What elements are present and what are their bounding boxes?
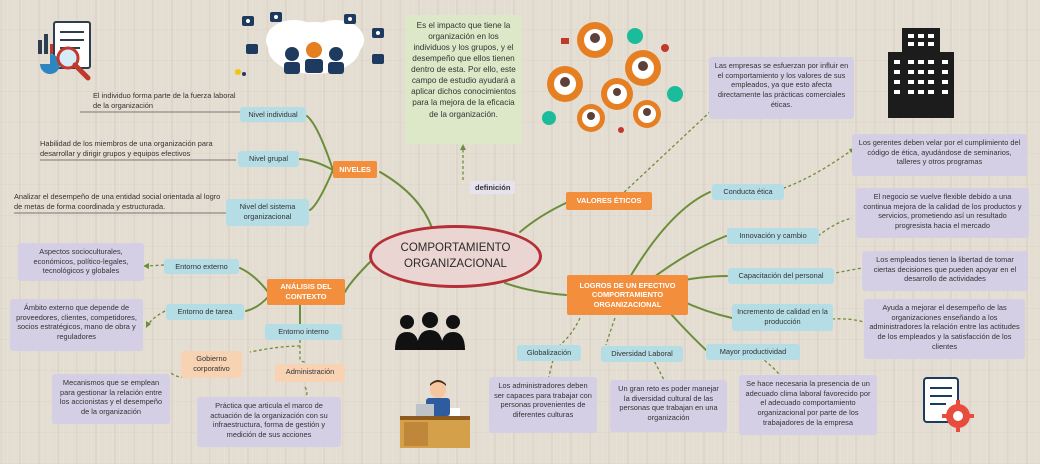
entorno-tarea: Entorno de tarea: [166, 304, 244, 320]
analisis-title: ANÁLISIS DEL CONTEXTO: [280, 282, 332, 301]
calidad-desc: Ayuda a mejorar el desempeño de las orga…: [864, 299, 1025, 359]
diversidad-desc: Un gran reto es poder manejar la diversi…: [610, 380, 727, 432]
gears-people-icon: [542, 22, 683, 133]
mayor-productividad: Mayor productividad: [706, 344, 800, 360]
entorno-tarea-label: Entorno de tarea: [177, 307, 233, 316]
central-topic: COMPORTAMIENTO ORGANIZACIONAL: [369, 225, 542, 288]
definition-label: definición: [470, 181, 516, 194]
logros-node: LOGROS DE UN EFECTIVO COMPORTAMIENTO ORG…: [567, 275, 688, 315]
nivel-sistema-desc: Analizar el desempeño de una entidad soc…: [14, 192, 221, 211]
conducta-etica: Conducta ética: [712, 184, 784, 200]
office-worker-icon: [400, 380, 470, 448]
globalizacion: Globalización: [517, 345, 581, 361]
nivel-grupal: Nivel grupal: [238, 151, 299, 167]
administracion-desc: Práctica que articula el marco de actuac…: [197, 397, 341, 447]
nivel-sistema-label: Nivel del sistema organizacional: [239, 202, 296, 221]
gobierno-corporativo-label: Gobierno corporativo: [193, 354, 230, 373]
globalizacion-label: Globalización: [526, 348, 572, 357]
entorno-tarea-desc: Ámbito externo que depende de proveedore…: [10, 299, 143, 351]
nivel-grupal-desc: Habilidad de los miembros de una organiz…: [40, 139, 213, 158]
diversidad-laboral-label: Diversidad Laboral: [611, 349, 673, 358]
entorno-externo: Entorno externo: [164, 259, 239, 274]
capacitacion-personal-label: Capacitación del personal: [738, 271, 824, 280]
gobierno-desc: Mecanismos que se emplean para gestionar…: [52, 374, 170, 424]
office-building-icon: [888, 28, 954, 118]
capacitacion-personal: Capacitación del personal: [728, 268, 834, 284]
central-title: COMPORTAMIENTO ORGANIZACIONAL: [400, 241, 511, 270]
incremento-calidad-label: Incremento de calidad en la producción: [737, 307, 828, 326]
innovacion-cambio: Innovación y cambio: [727, 228, 819, 244]
capacitacion-desc: Los empleados tienen la libertad de toma…: [862, 251, 1028, 291]
conducta-etica-desc: Los gerentes deben velar por el cumplimi…: [852, 134, 1027, 176]
valores-node: VALORES ÉTICOS: [566, 192, 652, 210]
niveles-title: NIVELES: [339, 164, 371, 174]
incremento-calidad: Incremento de calidad en la producción: [732, 304, 833, 331]
nivel-sistema: Nivel del sistema organizacional: [226, 199, 309, 226]
analisis-node: ANÁLISIS DEL CONTEXTO: [267, 279, 345, 305]
settings-document-icon: [923, 377, 974, 432]
innovacion-cambio-label: Innovación y cambio: [739, 231, 807, 240]
mayor-productividad-label: Mayor productividad: [719, 347, 787, 356]
valores-desc: Las empresas se esfuerzan por influir en…: [709, 57, 854, 119]
education-network-icon: [235, 12, 384, 76]
innovacion-desc: El negocio se vuelve flexible debido a u…: [856, 188, 1029, 238]
nivel-individual-label: Nivel individual: [248, 110, 298, 119]
entorno-externo-label: Entorno externo: [175, 262, 228, 271]
logros-title: LOGROS DE UN EFECTIVO COMPORTAMIENTO ORG…: [579, 280, 676, 309]
report-analytics-icon: [38, 21, 91, 81]
entorno-interno: Entorno interno: [265, 324, 342, 340]
valores-title: VALORES ÉTICOS: [576, 196, 642, 206]
administracion-label: Administración: [285, 367, 335, 376]
definition-box: Es el impacto que tiene la organización …: [405, 15, 522, 144]
nivel-grupal-label: Nivel grupal: [248, 154, 289, 163]
globalizacion-desc: Los administradores deben ser capaces pa…: [489, 377, 597, 433]
definition-text: Es el impacto que tiene la organización …: [411, 21, 516, 119]
entorno-interno-label: Entorno interno: [278, 327, 329, 336]
team-group-icon: [395, 312, 465, 350]
nivel-individual-desc: El individuo forma parte de la fuerza la…: [93, 91, 236, 110]
gobierno-corporativo: Gobierno corporativo: [181, 351, 242, 378]
entorno-externo-desc: Aspectos socioculturales, económicos, po…: [18, 243, 144, 281]
conducta-etica-label: Conducta ética: [723, 187, 773, 196]
productividad-desc: Se hace necesaria la presencia de un ade…: [739, 375, 877, 435]
niveles-node: NIVELES: [333, 161, 377, 178]
diversidad-laboral: Diversidad Laboral: [601, 346, 683, 362]
administracion: Administración: [275, 364, 345, 382]
nivel-individual: Nivel individual: [240, 107, 306, 122]
